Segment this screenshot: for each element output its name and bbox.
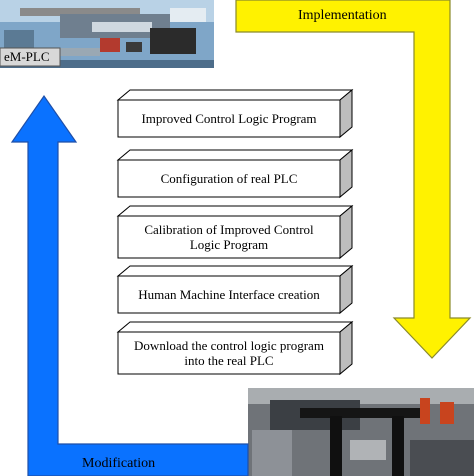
factory-photo-image <box>248 388 474 476</box>
step-3-text: Calibration of Improved Control Logic Pr… <box>144 222 314 252</box>
step-box-4 <box>116 264 354 315</box>
step-box-1 <box>116 88 354 139</box>
step-4-text: Human Machine Interface creation <box>138 287 320 302</box>
em-plc-label: eM-PLC <box>4 49 50 64</box>
step-5-text: Download the control logic program into … <box>134 338 324 368</box>
step-2-text: Configuration of real PLC <box>160 171 298 186</box>
modification-label: Modification <box>82 456 156 471</box>
em-plc-label-box <box>0 47 61 67</box>
step-box-5 <box>116 320 354 376</box>
implementation-arrow <box>235 0 472 359</box>
step-box-3 <box>116 204 354 260</box>
implementation-label: Implementation <box>298 8 387 23</box>
simulation-render-image <box>0 0 214 68</box>
step-box-2 <box>116 148 354 199</box>
modification-arrow <box>10 94 249 476</box>
step-1-text: Improved Control Logic Program <box>141 111 317 126</box>
